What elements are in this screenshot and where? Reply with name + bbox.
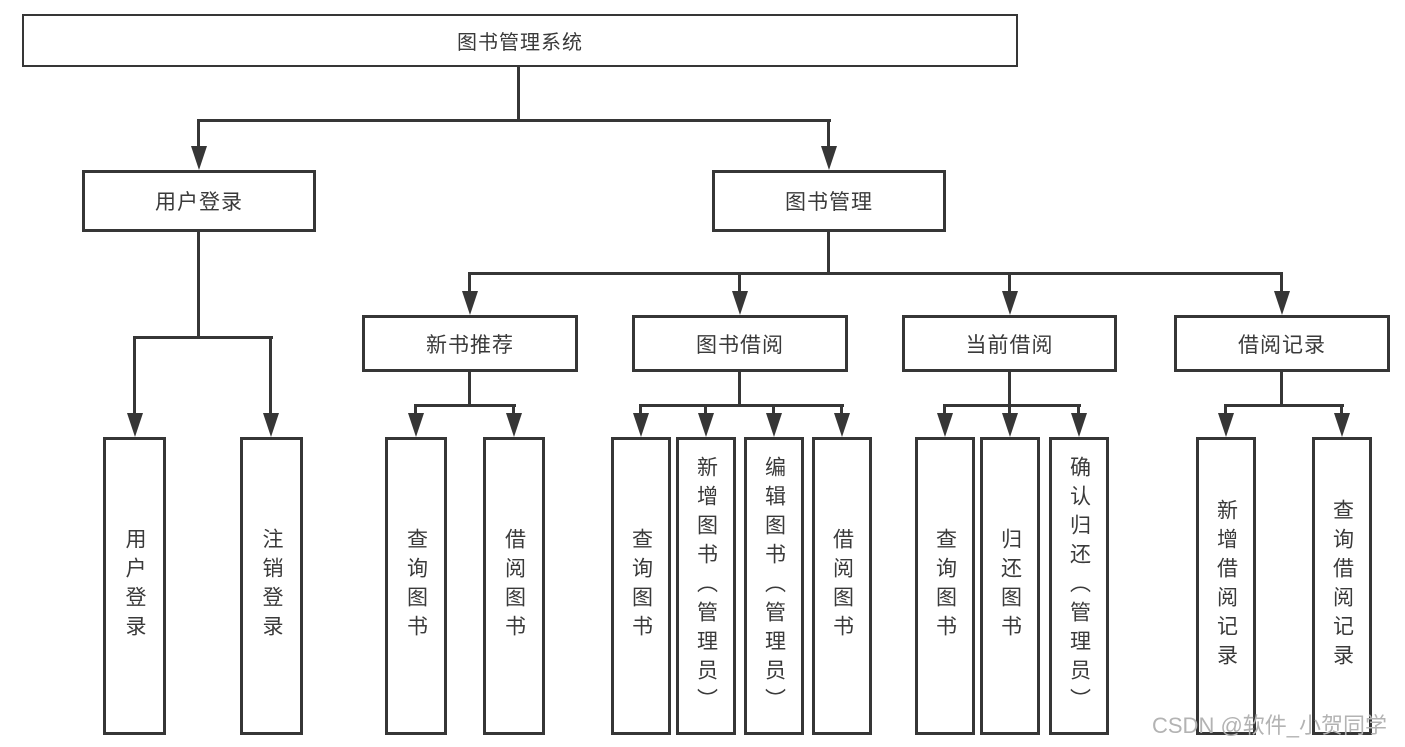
node-label: 图书管理: [785, 191, 873, 214]
leaf-add-book-admin: 新增图书（管理员）: [676, 437, 736, 735]
arrow-down-icon: [462, 291, 478, 315]
arrow-down-icon: [1071, 413, 1087, 437]
arrow-down-icon: [766, 413, 782, 437]
connector-line: [1077, 404, 1080, 414]
connector-line: [269, 336, 272, 414]
node-book-management: 图书管理: [712, 170, 946, 232]
connector-line: [468, 372, 471, 406]
leaf-user-login: 用户登录: [103, 437, 166, 735]
connector-line: [197, 232, 200, 338]
connector-line: [1008, 272, 1011, 292]
arrow-down-icon: [263, 413, 279, 437]
connector-line: [197, 119, 831, 122]
connector-line: [943, 404, 946, 414]
arrow-down-icon: [698, 413, 714, 437]
node-label: 借阅图书: [830, 528, 854, 644]
connector-line: [512, 404, 515, 414]
leaf-confirm-return-admin: 确认归还（管理员）: [1049, 437, 1109, 735]
node-label: 注销登录: [260, 528, 283, 644]
leaf-return-books: 归还图书: [980, 437, 1040, 735]
connector-line: [1224, 404, 1344, 407]
leaf-add-borrow-record: 新增借阅记录: [1196, 437, 1256, 735]
arrow-down-icon: [1002, 291, 1018, 315]
arrow-down-icon: [506, 413, 522, 437]
connector-line: [827, 232, 830, 275]
node-label: 归还图书: [998, 528, 1022, 644]
arrow-down-icon: [732, 291, 748, 315]
connector-line: [1280, 272, 1283, 292]
arrow-down-icon: [408, 413, 424, 437]
connector-line: [1340, 404, 1343, 414]
node-label: 确认归还（管理员）: [1067, 455, 1091, 717]
node-label: 查询图书: [933, 528, 957, 644]
connector-line: [738, 372, 741, 406]
node-label: 图书借阅: [696, 333, 784, 357]
node-borrowing-records: 借阅记录: [1174, 315, 1390, 372]
node-label: 编辑图书（管理员）: [762, 455, 786, 717]
node-label: 当前借阅: [965, 333, 1054, 357]
arrow-down-icon: [127, 413, 143, 437]
arrow-down-icon: [191, 146, 207, 170]
arrow-down-icon: [821, 146, 837, 170]
arrow-down-icon: [1334, 413, 1350, 437]
arrow-down-icon: [633, 413, 649, 437]
node-label: 新书推荐: [426, 333, 514, 357]
connector-line: [772, 404, 775, 414]
node-label: 用户登录: [155, 191, 243, 214]
node-label: 新增借阅记录: [1214, 499, 1238, 673]
arrow-down-icon: [1218, 413, 1234, 437]
node-label: 查询图书: [404, 528, 428, 644]
node-user-login-branch: 用户登录: [82, 170, 316, 232]
node-label: 借阅图书: [502, 528, 526, 644]
connector-line: [468, 272, 1282, 275]
arrow-down-icon: [937, 413, 953, 437]
connector-line: [133, 336, 136, 414]
leaf-edit-book-admin: 编辑图书（管理员）: [744, 437, 804, 735]
connector-line: [827, 119, 830, 147]
node-label: 查询借阅记录: [1330, 499, 1354, 673]
node-current-borrowing: 当前借阅: [902, 315, 1117, 372]
leaf-query-books-3: 查询图书: [915, 437, 975, 735]
node-book-management-system: 图书管理系统: [22, 14, 1018, 67]
connector-line: [943, 404, 1081, 407]
connector-line: [704, 404, 707, 414]
connector-line: [738, 272, 741, 292]
connector-line: [1008, 372, 1011, 406]
connector-line: [840, 404, 843, 414]
node-new-book-recommendation: 新书推荐: [362, 315, 578, 372]
connector-line: [639, 404, 844, 407]
node-book-borrowing: 图书借阅: [632, 315, 848, 372]
connector-line: [468, 272, 471, 292]
leaf-query-borrow-record: 查询借阅记录: [1312, 437, 1372, 735]
connector-line: [1224, 404, 1227, 414]
leaf-logout: 注销登录: [240, 437, 303, 735]
connector-line: [197, 119, 200, 147]
connector-line: [639, 404, 642, 414]
watermark: CSDN @软件_小贺同学: [1152, 713, 1388, 738]
leaf-query-books-2: 查询图书: [611, 437, 671, 735]
connector-line: [414, 404, 516, 407]
arrow-down-icon: [1002, 413, 1018, 437]
node-label: 借阅记录: [1238, 333, 1326, 357]
leaf-query-books-1: 查询图书: [385, 437, 447, 735]
node-label: 用户登录: [123, 528, 146, 644]
connector-line: [1008, 404, 1011, 414]
leaf-borrow-books-2: 借阅图书: [812, 437, 872, 735]
arrow-down-icon: [1274, 291, 1290, 315]
node-label: 图书管理系统: [457, 32, 583, 54]
connector-line: [1280, 372, 1283, 406]
leaf-borrow-books-1: 借阅图书: [483, 437, 545, 735]
connector-line: [517, 67, 520, 119]
arrow-down-icon: [834, 413, 850, 437]
connector-line: [414, 404, 417, 414]
node-label: 查询图书: [629, 528, 653, 644]
connector-line: [133, 336, 273, 339]
node-label: 新增图书（管理员）: [694, 455, 718, 717]
